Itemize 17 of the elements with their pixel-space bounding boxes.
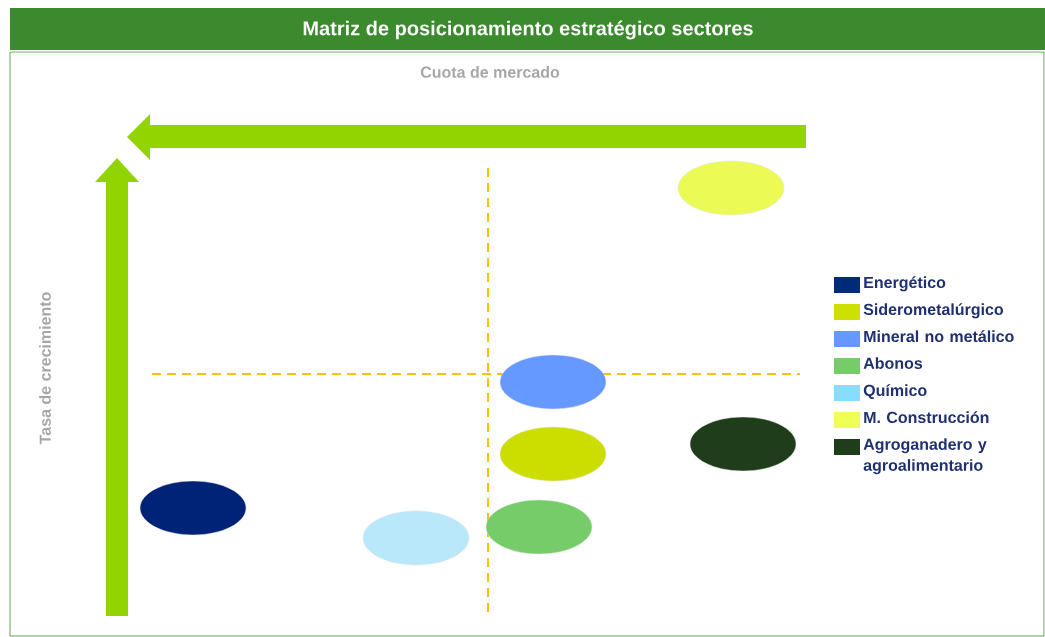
- title-bar: Matriz de posicionamiento estratégico sectores: [10, 8, 1045, 50]
- sector-bubble: [485, 499, 593, 555]
- sector-bubble: [689, 416, 797, 472]
- sector-bubble: [499, 354, 607, 410]
- axis-label: Cuota de mercado: [420, 66, 560, 78]
- sector-bubble: [677, 160, 785, 216]
- sector-bubble: [499, 426, 607, 482]
- legend-label: M. Construcción: [864, 411, 989, 424]
- sector-bubble: [362, 510, 470, 566]
- legend-label: Agroganadero y agroalimentario: [863, 438, 987, 475]
- legend-label: Siderometalúrgico: [863, 303, 1004, 319]
- axis-label: Tasa de crecimiento: [39, 292, 51, 445]
- legend-label: Mineral no metálico: [864, 330, 1014, 343]
- legend-label: Abonos: [863, 357, 923, 369]
- legend-label: Energético: [864, 276, 946, 292]
- sector-bubble: [139, 480, 247, 536]
- legend-label: Químico: [863, 384, 927, 400]
